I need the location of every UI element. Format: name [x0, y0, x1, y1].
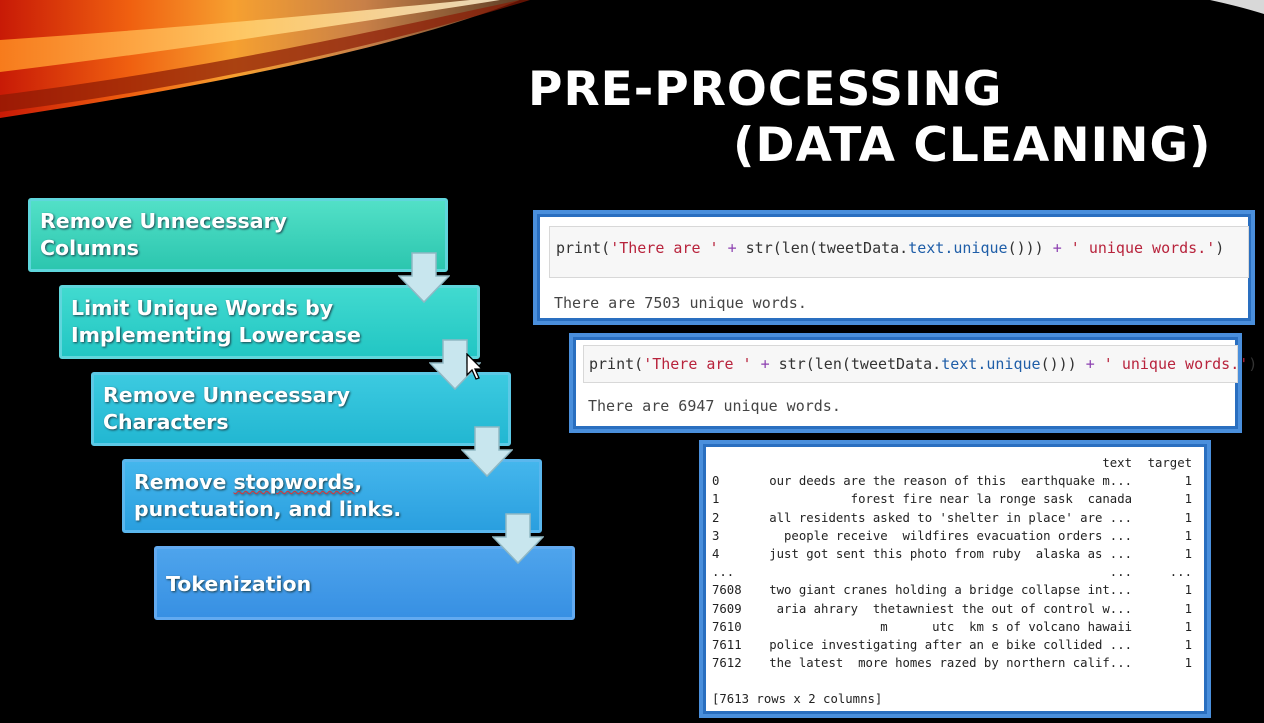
flow-arrow-down-icon: [429, 339, 481, 391]
step-remove-columns: Remove Unnecessary Columns: [28, 198, 448, 272]
step-lowercase: Limit Unique Words by Implementing Lower…: [59, 285, 480, 359]
flow-arrow-down-icon: [492, 513, 544, 565]
slide-title-line2: (DATA CLEANING): [733, 118, 1212, 173]
step-remove-stopwords: Remove stopwords, punctuation, and links…: [122, 459, 542, 533]
code-output: There are 6947 unique words.: [588, 397, 841, 415]
spellcheck-underline: stopwords: [233, 470, 355, 494]
flow-arrow-down-icon: [398, 252, 450, 304]
dataframe-shape: [7613 rows x 2 columns]: [712, 692, 883, 706]
code-cell: print('There are ' + str(len(tweetData.t…: [583, 345, 1257, 383]
step-tokenization: Tokenization: [154, 546, 575, 620]
table-header: text target: [1102, 456, 1192, 470]
code-output: There are 7503 unique words.: [554, 294, 807, 312]
code-cell: print('There are ' + str(len(tweetData.t…: [549, 226, 1249, 278]
code-panel-before: print('There are ' + str(len(tweetData.t…: [533, 210, 1255, 325]
step-remove-characters: Remove Unnecessary Characters: [91, 372, 511, 446]
flow-arrow-down-icon: [461, 426, 513, 478]
code-panel-after: print('There are ' + str(len(tweetData.t…: [569, 333, 1257, 433]
decorative-swoosh: [0, 0, 1264, 118]
slide-title-line1: PRE-PROCESSING: [528, 62, 1003, 117]
table-row: .........: [712, 565, 1192, 580]
mouse-pointer-icon: [466, 353, 484, 380]
